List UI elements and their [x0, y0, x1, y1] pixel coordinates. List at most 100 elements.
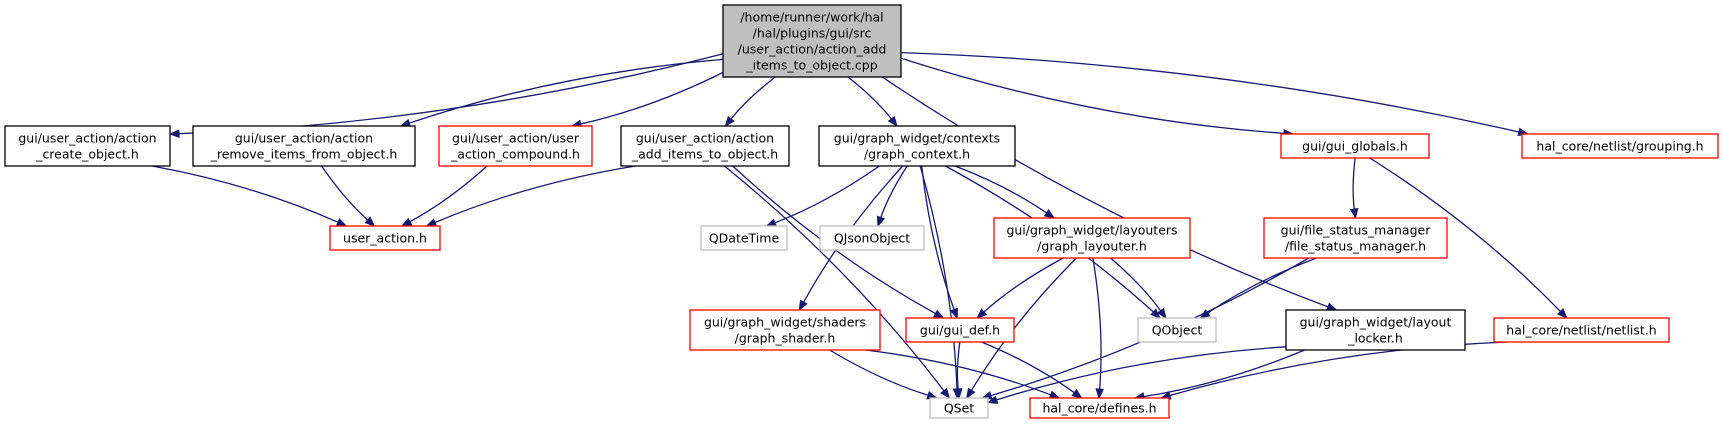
edge-n_graphctx-to-n_guidef: [921, 165, 955, 310]
edge-root-to-n_create: [178, 53, 724, 135]
arrowhead-n_graphctx-to-n_qdatetime: [765, 218, 778, 227]
node-label-line: _action_compound.h: [450, 147, 580, 162]
node-root[interactable]: /home/runner/work/hal/hal/plugins/gui/sr…: [722, 4, 902, 78]
node-box: [929, 397, 989, 419]
arrowhead-n_graphctx-to-n_qjson: [876, 215, 886, 228]
edge-n_graphctx-to-n_qset: [919, 165, 958, 390]
node-netlist[interactable]: hal_core/netlist/netlist.h: [1493, 317, 1670, 343]
node-box: [689, 309, 881, 351]
arrowhead-n_layouter-to-n_qset: [966, 387, 976, 400]
node-label-line: /user_action/action_add: [738, 42, 887, 57]
node-additems[interactable]: gui/user_action/action_add_items_to_obje…: [620, 125, 790, 167]
edge-n_layouter-to-n_qset: [970, 257, 1077, 391]
node-graphctx[interactable]: gui/graph_widget/contexts/graph_context.…: [818, 125, 1016, 167]
arrowhead-n_graphctx-to-n_layouter: [1043, 209, 1056, 219]
node-label-line: /graph_context.h: [864, 147, 970, 162]
node-label-line: _remove_items_from_object.h: [210, 147, 398, 162]
node-label-line: /graph_layouter.h: [1037, 239, 1147, 254]
node-locker[interactable]: gui/graph_widget/layout_locker.h: [1285, 309, 1466, 351]
edge-n_shader-to-n_defines: [865, 349, 1052, 396]
node-box: [4, 125, 171, 167]
node-label-line: _items_to_object.cpp: [745, 58, 877, 73]
node-remove[interactable]: gui/user_action/action_remove_items_from…: [192, 125, 416, 167]
node-defines[interactable]: hal_core/defines.h: [1029, 397, 1170, 419]
edge-n_guiglobals-to-n_fsm: [1352, 157, 1356, 210]
edge-root-to-n_grouping: [900, 51, 1520, 133]
arrowhead-root-to-n_locker: [1326, 302, 1338, 311]
edge-n_remove-to-n_useraction: [321, 165, 369, 221]
node-shader[interactable]: gui/graph_widget/shaders/graph_shader.h: [689, 309, 881, 351]
node-label-line: QObject: [1152, 323, 1203, 338]
node-label-line: QJsonObject: [834, 231, 910, 246]
node-compound[interactable]: gui/user_action/user_action_compound.h: [438, 125, 593, 167]
node-label-line: /home/runner/work/hal: [740, 10, 883, 25]
node-qjson: QJsonObject: [819, 225, 925, 251]
node-box: [1137, 317, 1217, 343]
node-box: [329, 225, 441, 251]
edge-n_guidef-to-n_qset: [956, 341, 961, 390]
arrowhead-n_layouter-to-n_defines: [1095, 388, 1105, 400]
edge-root-to-n_compound: [580, 71, 724, 125]
edge-n_fsm-to-n_qobject: [1207, 257, 1317, 314]
edge-n_layouter-to-n_qobject: [1110, 257, 1162, 312]
node-label-line: gui/user_action/action: [235, 131, 373, 146]
node-guidef[interactable]: gui/gui_def.h: [905, 317, 1015, 343]
edge-root-to-n_locker: [881, 76, 1329, 308]
node-label-line: /file_status_manager.h: [1285, 239, 1426, 254]
node-label-line: hal_core/defines.h: [1042, 401, 1156, 416]
arrowhead-n_shader-to-n_defines: [1048, 390, 1061, 399]
edge-n_graphctx-to-n_qjson: [880, 165, 908, 218]
node-label-line: gui/gui_globals.h: [1302, 139, 1408, 154]
node-label-line: QDateTime: [709, 231, 780, 246]
node-label-line: hal_core/netlist/grouping.h: [1536, 139, 1703, 154]
node-layouter[interactable]: gui/graph_widget/layouters/graph_layoute…: [993, 217, 1191, 259]
node-box: [438, 125, 593, 167]
arrowhead-n_guiglobals-to-n_netlist: [1557, 308, 1568, 319]
edge-n_guidef-to-n_defines: [981, 341, 1075, 394]
arrowhead-n_layouter-to-n_guidef: [976, 308, 988, 319]
node-label-line: _locker.h: [1347, 331, 1403, 346]
node-create[interactable]: gui/user_action/action_create_object.h: [4, 125, 171, 167]
node-box: [1493, 317, 1670, 343]
arrowhead-n_graphctx-to-n_guidef: [949, 307, 959, 320]
node-box: [993, 217, 1191, 259]
node-label-line: gui/user_action/action: [636, 131, 774, 146]
arrowhead-n_remove-to-n_useraction: [364, 216, 376, 227]
node-grouping[interactable]: hal_core/netlist/grouping.h: [1521, 133, 1719, 159]
arrowhead-n_locker-to-n_qset: [986, 395, 999, 404]
node-label-line: QSet: [944, 401, 974, 416]
node-guiglobals[interactable]: gui/gui_globals.h: [1280, 133, 1430, 159]
node-useraction[interactable]: user_action.h: [329, 225, 441, 251]
node-label-line: _create_object.h: [35, 147, 139, 162]
node-fsm[interactable]: gui/file_status_manager/file_status_mana…: [1263, 217, 1448, 259]
node-box: [1285, 309, 1466, 351]
node-label-line: gui/graph_widget/layout: [1300, 315, 1452, 330]
arrowhead-n_graphctx-to-n_shader: [798, 299, 808, 312]
edge-n_additems-to-n_qset: [723, 165, 945, 392]
edge-root-to-n_additems: [730, 76, 776, 120]
node-box: [1029, 397, 1170, 419]
arrowhead-n_guidef-to-n_qset: [953, 388, 963, 400]
arrowhead-n_compound-to-n_useraction: [400, 217, 413, 227]
edge-root-to-n_guiglobals: [900, 57, 1285, 135]
node-label-line: gui/graph_widget/layouters: [1006, 223, 1177, 238]
edge-n_graphctx-to-n_qdatetime: [774, 165, 880, 224]
edge-root-to-n_remove: [409, 58, 724, 124]
edge-n_shader-to-n_qset: [829, 349, 929, 396]
edge-n_create-to-n_useraction: [152, 165, 339, 223]
node-label-line: gui/gui_def.h: [920, 323, 1000, 338]
arrowhead-n_additems-to-n_guidef: [933, 309, 945, 319]
edge-n_locker-to-n_qset: [996, 346, 1287, 401]
node-box: [905, 317, 1015, 343]
node-label-line: _add_items_to_object.h: [631, 147, 778, 162]
arrowhead-n_guidef-to-n_defines: [1071, 388, 1083, 399]
arrowhead-n_graphctx-to-n_qobject: [1150, 308, 1161, 319]
arrowhead-n_guiglobals-to-n_fsm: [1349, 208, 1359, 220]
node-label-line: gui/graph_widget/shaders: [704, 315, 866, 330]
node-qobject: QObject: [1137, 317, 1217, 343]
arrowhead-root-to-n_create: [168, 129, 180, 139]
nodes-layer: /home/runner/work/hal/hal/plugins/gui/sr…: [4, 4, 1719, 419]
arrowhead-n_additems-to-n_useraction: [425, 218, 438, 227]
edge-n_compound-to-n_useraction: [409, 165, 488, 223]
